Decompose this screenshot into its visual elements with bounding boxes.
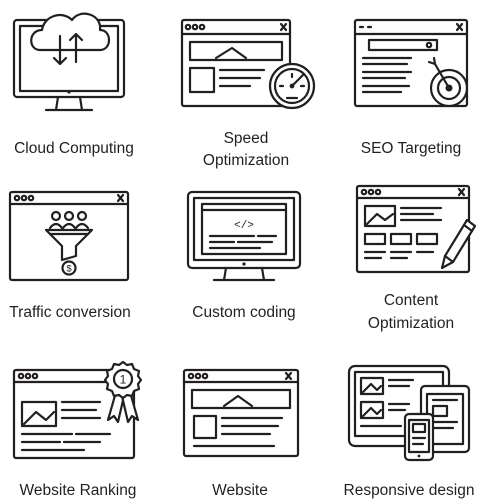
website-label: Website [212,482,268,499]
custom-coding-label: Custom coding [192,304,296,321]
website-tile: Website [164,350,328,500]
traffic-conversion-label: Traffic conversion [9,304,131,321]
traffic-conversion-tile: $ Traffic conversion [0,170,164,335]
funnel-browser-icon: $ [0,170,164,294]
target-browser-icon [329,0,493,124]
content-label-line1: Content [383,292,439,309]
speed-gauge-browser-icon [164,0,328,124]
website-browser-icon [164,350,328,474]
seo-targeting-tile: SEO Targeting [329,0,493,170]
pencil-layout-icon [329,170,493,294]
responsive-design-label: Responsive design [343,482,475,499]
content-label-line2: Optimization [367,315,455,332]
cloud-computing-tile: Cloud Computing [0,0,164,170]
cloud-monitor-icon [0,0,164,124]
website-ranking-label: Website Ranking [19,482,137,499]
custom-coding-tile: </> Custom coding [164,170,328,335]
cloud-computing-label: Cloud Computing [14,140,134,157]
code-glyph: </> [234,220,254,232]
coin-dollar-sign: $ [66,264,72,275]
content-optimization-tile: Content Optimization [329,170,493,335]
code-monitor-icon: </> [164,170,328,294]
website-ranking-tile: 1 Website Ranking [0,350,164,500]
speed-optimization-tile: Speed Optimization [164,0,328,170]
responsive-design-tile: Responsive design [329,350,493,500]
rank-number: 1 [120,373,127,387]
award-ribbon-browser-icon: 1 [0,350,164,474]
seo-targeting-label: SEO Targeting [360,140,462,157]
speed-label-line2: Optimization [202,152,290,169]
speed-label-line1: Speed [223,130,269,147]
multi-device-icon [329,350,493,474]
